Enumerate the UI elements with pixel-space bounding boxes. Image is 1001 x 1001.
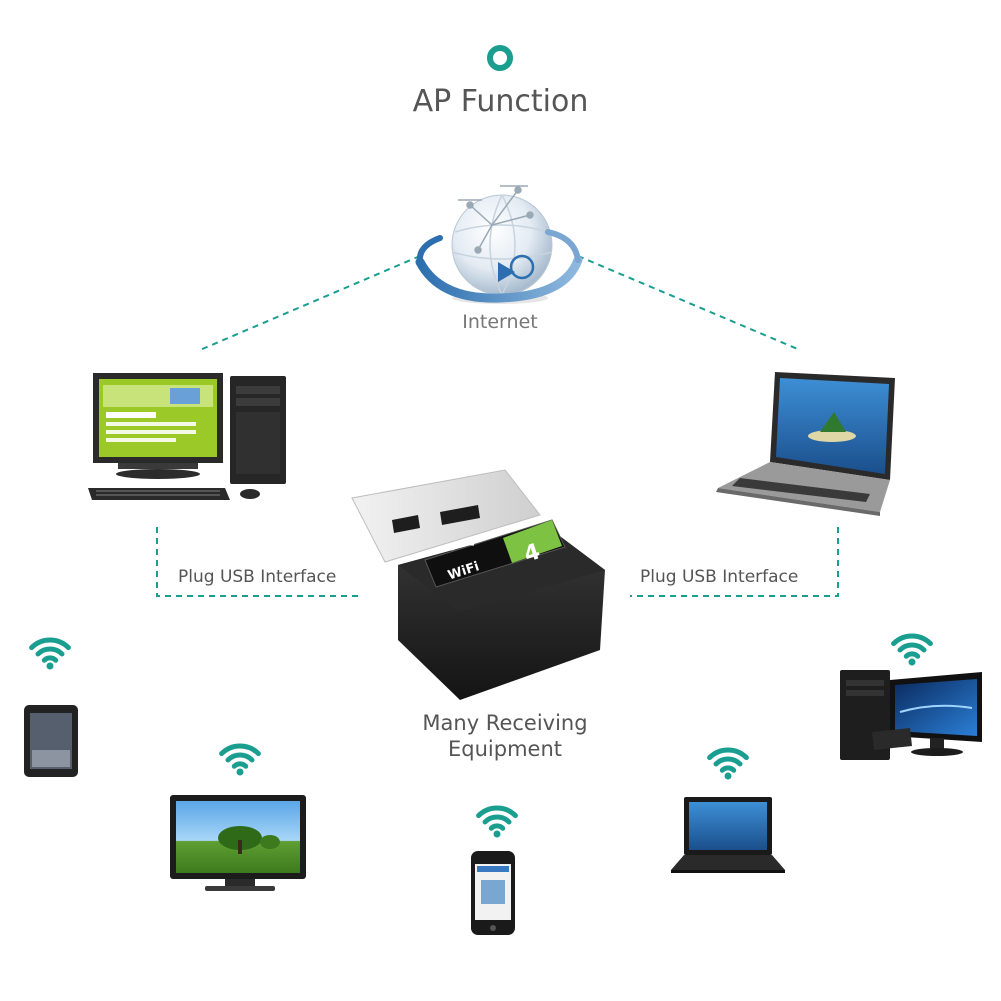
receiving-line-1: Many Receiving <box>422 711 588 735</box>
tablet <box>24 705 78 777</box>
wifi-icon <box>476 805 518 838</box>
adapter-number-text: 4 <box>521 539 543 568</box>
wifi-arc-outer <box>29 637 71 651</box>
television <box>170 795 306 891</box>
line-desktop-to-adapter <box>156 527 360 597</box>
wifi-arc-outer <box>476 805 518 819</box>
desktop-monitor <box>840 670 982 760</box>
line-internet-to-laptop <box>577 255 801 351</box>
wifi-dot <box>236 768 244 776</box>
wifi-icon <box>707 747 749 780</box>
wifi-dot <box>908 658 916 666</box>
wifi-arc-inner <box>231 761 249 769</box>
wifi-arc-outer <box>219 743 261 757</box>
receiving-equipment-label: Many Receiving Equipment <box>380 710 630 762</box>
wifi-arc-outer <box>891 633 933 647</box>
wifi-arc-middle <box>482 814 512 825</box>
line-laptop-to-adapter <box>630 527 839 597</box>
wifi-dot <box>493 830 501 838</box>
receiving-line-2: Equipment <box>448 737 562 761</box>
wifi-arc-middle <box>713 756 743 767</box>
usb-wifi-adapter: WiFi 4 <box>351 469 605 700</box>
desktop-computer <box>88 373 286 500</box>
wifi-arc-middle <box>35 646 65 657</box>
wifi-icon <box>891 633 933 666</box>
wifi-arc-middle <box>897 642 927 653</box>
wifi-arc-inner <box>41 655 59 663</box>
line-internet-to-desktop <box>199 255 421 351</box>
teal-ring-icon <box>487 45 513 71</box>
wifi-icon <box>29 637 71 670</box>
wifi-arc-outer <box>707 747 749 761</box>
laptop <box>716 372 895 516</box>
wifi-dot <box>724 772 732 780</box>
plug-usb-label-right: Plug USB Interface <box>640 567 799 587</box>
globe-icon <box>415 185 583 304</box>
plug-usb-label-left: Plug USB Interface <box>178 567 337 587</box>
connection-lines <box>156 255 839 597</box>
internet-label: Internet <box>462 311 538 333</box>
wifi-arc-inner <box>903 651 921 659</box>
wifi-arc-inner <box>719 765 737 773</box>
wifi-arc-inner <box>488 823 506 831</box>
smartphone <box>471 851 515 935</box>
small-laptop <box>671 797 785 873</box>
wifi4-badge-panel <box>503 520 562 563</box>
wifi-arc-middle <box>225 752 255 763</box>
page-title: AP Function <box>412 84 589 119</box>
wifi-dot <box>46 662 54 670</box>
wifi-icon <box>219 743 261 776</box>
